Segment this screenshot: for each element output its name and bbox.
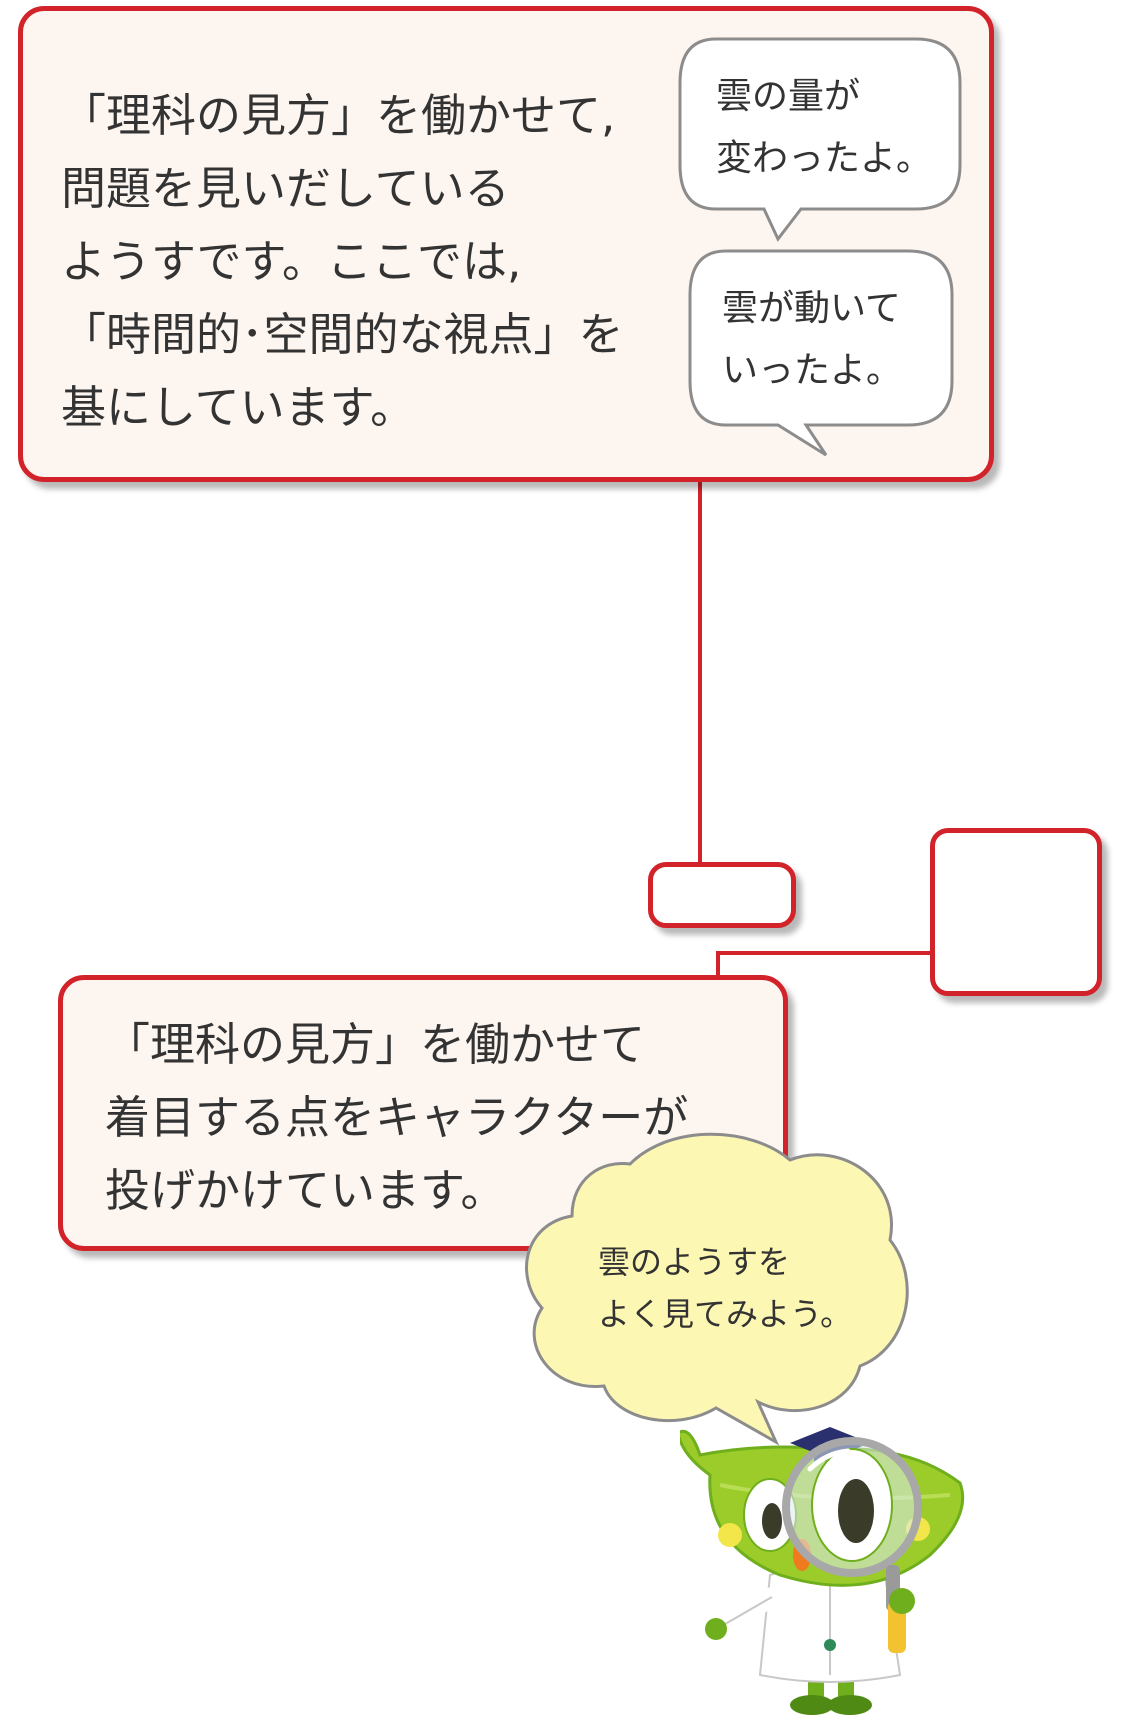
bottom-explanation-text: 「理科の見方」を働かせて 着目する点をキャラクターが 投げかけています。 (105, 1008, 688, 1227)
top-explanation-text: 「理科の見方」を働かせて, 問題を見いだしている ようすです。ここでは, 「時間… (61, 79, 624, 444)
leaf-scientist-with-magnifier-icon (680, 1427, 965, 1715)
bottom-text-line-3: 投げかけています。 (105, 1164, 506, 1217)
bottom-text-line-2: 着目する点をキャラクターが (105, 1091, 689, 1144)
speech-bubble-2-shape (688, 249, 954, 457)
top-text-line-1: 「理科の見方」を働かせて, (61, 89, 616, 142)
speech-bubble-1-line-1: 雲の量が (716, 76, 861, 117)
connector-right-box-to-bottom-box (716, 951, 930, 975)
speech-bubble-1-line-2: 変わったよ。 (716, 138, 933, 179)
top-text-line-5: 基にしています。 (61, 381, 416, 434)
speech-bubble-2-line-2: いったよ。 (722, 350, 903, 391)
top-text-line-4: 「時間的･空間的な視点」を (61, 308, 624, 361)
cloud-bubble-text: 雲のようすを よく見てみよう。 (598, 1236, 852, 1340)
speech-bubble-2-line-1: 雲が動いて (722, 288, 901, 329)
speech-bubble-2-text: 雲が動いて いったよ。 (722, 278, 902, 402)
top-text-line-3: ようすです。ここでは, (61, 235, 522, 288)
top-text-line-2: 問題を見いだしている (61, 162, 510, 215)
bottom-text-line-1: 「理科の見方」を働かせて (105, 1018, 646, 1071)
right-empty-box (930, 828, 1102, 996)
cloud-bubble-line-1: 雲のようすを (598, 1243, 791, 1281)
cloud-bubble-shape (525, 1132, 909, 1446)
speech-bubble-1-text: 雲の量が 変わったよ。 (716, 66, 932, 190)
cloud-bubble-line-2: よく見てみよう。 (598, 1295, 853, 1333)
speech-bubble-1-shape (678, 37, 962, 242)
small-empty-box (648, 862, 796, 928)
